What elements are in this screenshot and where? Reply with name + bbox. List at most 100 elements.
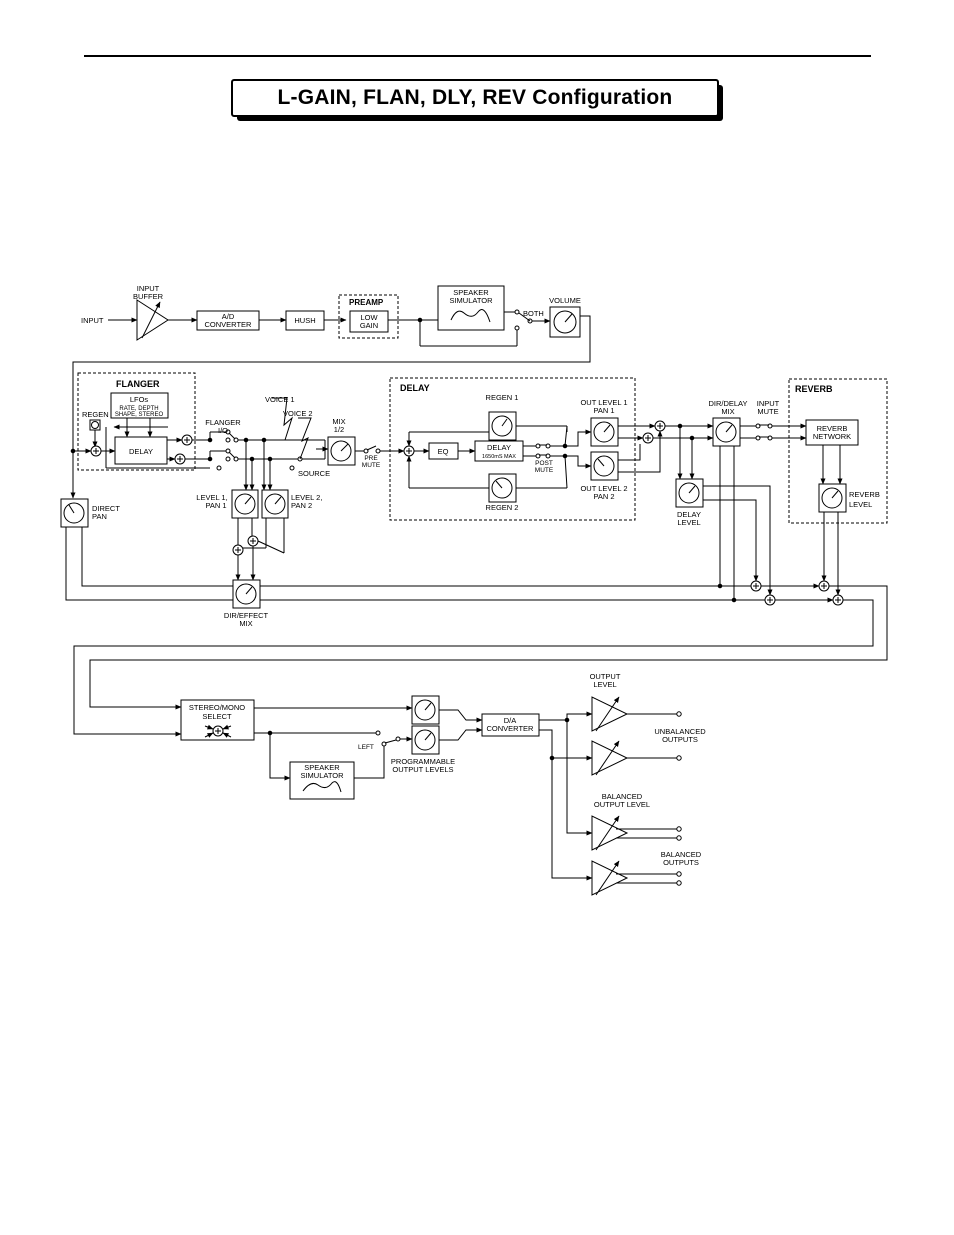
ad-converter-label-2: CONVERTER bbox=[205, 320, 253, 329]
flanger-io-label-1: FLANGER bbox=[205, 418, 241, 427]
delay-max-label: 1650mS MAX bbox=[482, 454, 516, 460]
low-gain-label-1: LOW bbox=[360, 313, 378, 322]
output-jack bbox=[676, 755, 682, 761]
output-jack bbox=[676, 880, 682, 886]
output-level-label-1: OUTPUT bbox=[590, 672, 621, 681]
knob-pointer bbox=[688, 485, 696, 494]
reverb-level-label-2: LEVEL bbox=[849, 500, 872, 509]
switch-contact bbox=[216, 465, 222, 471]
lfos-label: LFOs bbox=[130, 395, 149, 404]
input-buffer-triangle bbox=[136, 299, 169, 341]
regen-knob bbox=[91, 421, 99, 429]
wire bbox=[439, 709, 483, 723]
wire bbox=[566, 720, 593, 836]
delay-section-label: DELAY bbox=[400, 383, 430, 393]
balanced-output-level-label-2: OUTPUT LEVEL bbox=[594, 800, 650, 809]
pre-mute-label-2: MUTE bbox=[362, 462, 381, 469]
volume-label: VOLUME bbox=[549, 296, 581, 305]
reverb-network-label-1: REVERB bbox=[817, 424, 848, 433]
mix12-label-1: MIX bbox=[332, 417, 345, 426]
level2-label-1: LEVEL 2, bbox=[291, 493, 322, 502]
output-jack bbox=[676, 711, 682, 717]
delay-level-label-2: LEVEL bbox=[677, 518, 700, 527]
input-buffer-label-2: BUFFER bbox=[133, 292, 164, 301]
switch-contact bbox=[514, 309, 520, 315]
stereo-mono-label-1: STEREO/MONO bbox=[189, 703, 245, 712]
balanced-outputs-label-1: BALANCED bbox=[661, 850, 702, 859]
wire bbox=[204, 724, 214, 730]
knob-pointer bbox=[597, 458, 605, 467]
level1-label-1: LEVEL 1, bbox=[196, 493, 227, 502]
eq-label: EQ bbox=[438, 447, 449, 456]
knob-pointer bbox=[424, 702, 432, 711]
da-converter-label-1: D/A bbox=[504, 716, 517, 725]
hush-label: HUSH bbox=[294, 316, 315, 325]
gain-arrow bbox=[595, 696, 620, 732]
flanger-label: FLANGER bbox=[116, 379, 160, 389]
knob-pointer bbox=[831, 490, 839, 499]
wire bbox=[703, 499, 759, 582]
reverb-network-box bbox=[805, 419, 859, 446]
left-label: LEFT bbox=[358, 744, 374, 751]
speaker-sim-label-1: SPEAKER bbox=[453, 288, 489, 297]
level2-label-2: PAN 2 bbox=[291, 501, 312, 510]
switch-contact bbox=[289, 465, 295, 471]
wire bbox=[257, 540, 285, 554]
flanger-io-label-2: I/O bbox=[218, 426, 228, 435]
dir-effect-mix-label-2: MIX bbox=[239, 619, 252, 628]
speaker-sim2-label-1: SPEAKER bbox=[304, 763, 340, 772]
switch-blade bbox=[518, 312, 531, 322]
reverb-level-label-1: REVERB bbox=[849, 490, 880, 499]
speaker-simulator2-box bbox=[289, 761, 355, 800]
wire bbox=[618, 430, 663, 473]
gain-arrow bbox=[595, 860, 620, 896]
wire bbox=[222, 724, 232, 730]
da-converter-box bbox=[481, 713, 540, 737]
post-mute-label-2: MUTE bbox=[535, 467, 554, 474]
unbalanced-outputs-label-1: UNBALANCED bbox=[654, 727, 706, 736]
wire bbox=[439, 727, 483, 741]
input-buffer-arrow bbox=[141, 301, 161, 339]
switch-contact bbox=[225, 456, 231, 462]
switch-blade bbox=[228, 451, 236, 459]
page-title: L-GAIN, FLAN, DLY, REV Configuration bbox=[231, 79, 719, 117]
switch-blade bbox=[228, 432, 236, 440]
wire bbox=[222, 732, 232, 738]
flanger-dashed-box bbox=[77, 372, 196, 471]
dir-effect-mix-label-1: DIR/EFFECT bbox=[224, 611, 269, 620]
reverb-section-label: REVERB bbox=[795, 384, 833, 394]
direct-pan-label-1: DIRECT bbox=[92, 504, 120, 513]
junction bbox=[731, 597, 737, 603]
wire bbox=[269, 733, 291, 781]
regen1-label: REGEN 1 bbox=[486, 393, 519, 402]
pre-mute-label-1: PRE bbox=[364, 455, 378, 462]
knob-pointer bbox=[603, 424, 611, 433]
delay-label: DELAY bbox=[487, 443, 511, 452]
regen2-label: REGEN 2 bbox=[486, 503, 519, 512]
input-mute-label-1: INPUT bbox=[757, 399, 780, 408]
knob-pointer bbox=[340, 443, 349, 452]
wire bbox=[72, 315, 591, 450]
input-label: INPUT bbox=[81, 316, 104, 325]
top-rule bbox=[84, 55, 871, 57]
ad-converter-label-1: A/D bbox=[222, 312, 235, 321]
wire bbox=[565, 455, 592, 469]
wire bbox=[81, 527, 233, 587]
knob-pointer bbox=[274, 496, 282, 505]
low-gain-box bbox=[349, 310, 389, 333]
balanced-outputs-label-2: OUTPUTS bbox=[663, 858, 699, 867]
switch-contact bbox=[375, 730, 381, 736]
low-gain-label-2: GAIN bbox=[360, 321, 378, 330]
speaker-curve bbox=[450, 309, 491, 323]
output-jack bbox=[676, 835, 682, 841]
switch-contact bbox=[395, 736, 401, 742]
output-level-label-2: LEVEL bbox=[593, 680, 616, 689]
direct-pan-label-2: PAN bbox=[92, 512, 107, 521]
lfos-box bbox=[110, 392, 169, 419]
voice2-label: VOICE 2 bbox=[283, 409, 313, 418]
knob-pointer bbox=[501, 418, 508, 427]
knob-pointer bbox=[244, 496, 252, 505]
delay-box bbox=[474, 440, 524, 462]
voice1-label: VOICE 1 bbox=[265, 395, 295, 404]
output-jack bbox=[676, 826, 682, 832]
